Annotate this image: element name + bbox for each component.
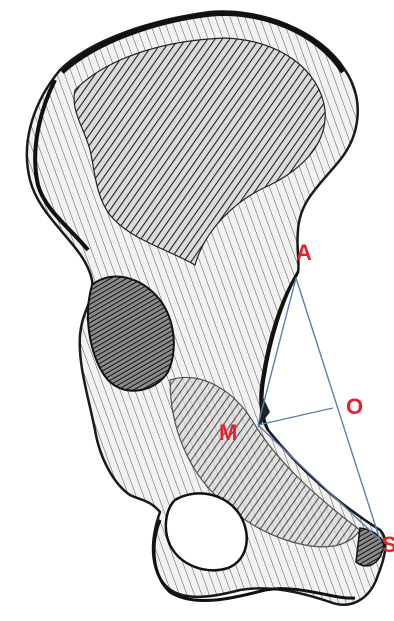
label-a: A bbox=[296, 240, 312, 265]
label-s: S bbox=[382, 532, 394, 557]
hip-bone-illustration bbox=[27, 12, 385, 605]
label-o: O bbox=[346, 394, 363, 419]
label-m: M bbox=[219, 420, 237, 445]
